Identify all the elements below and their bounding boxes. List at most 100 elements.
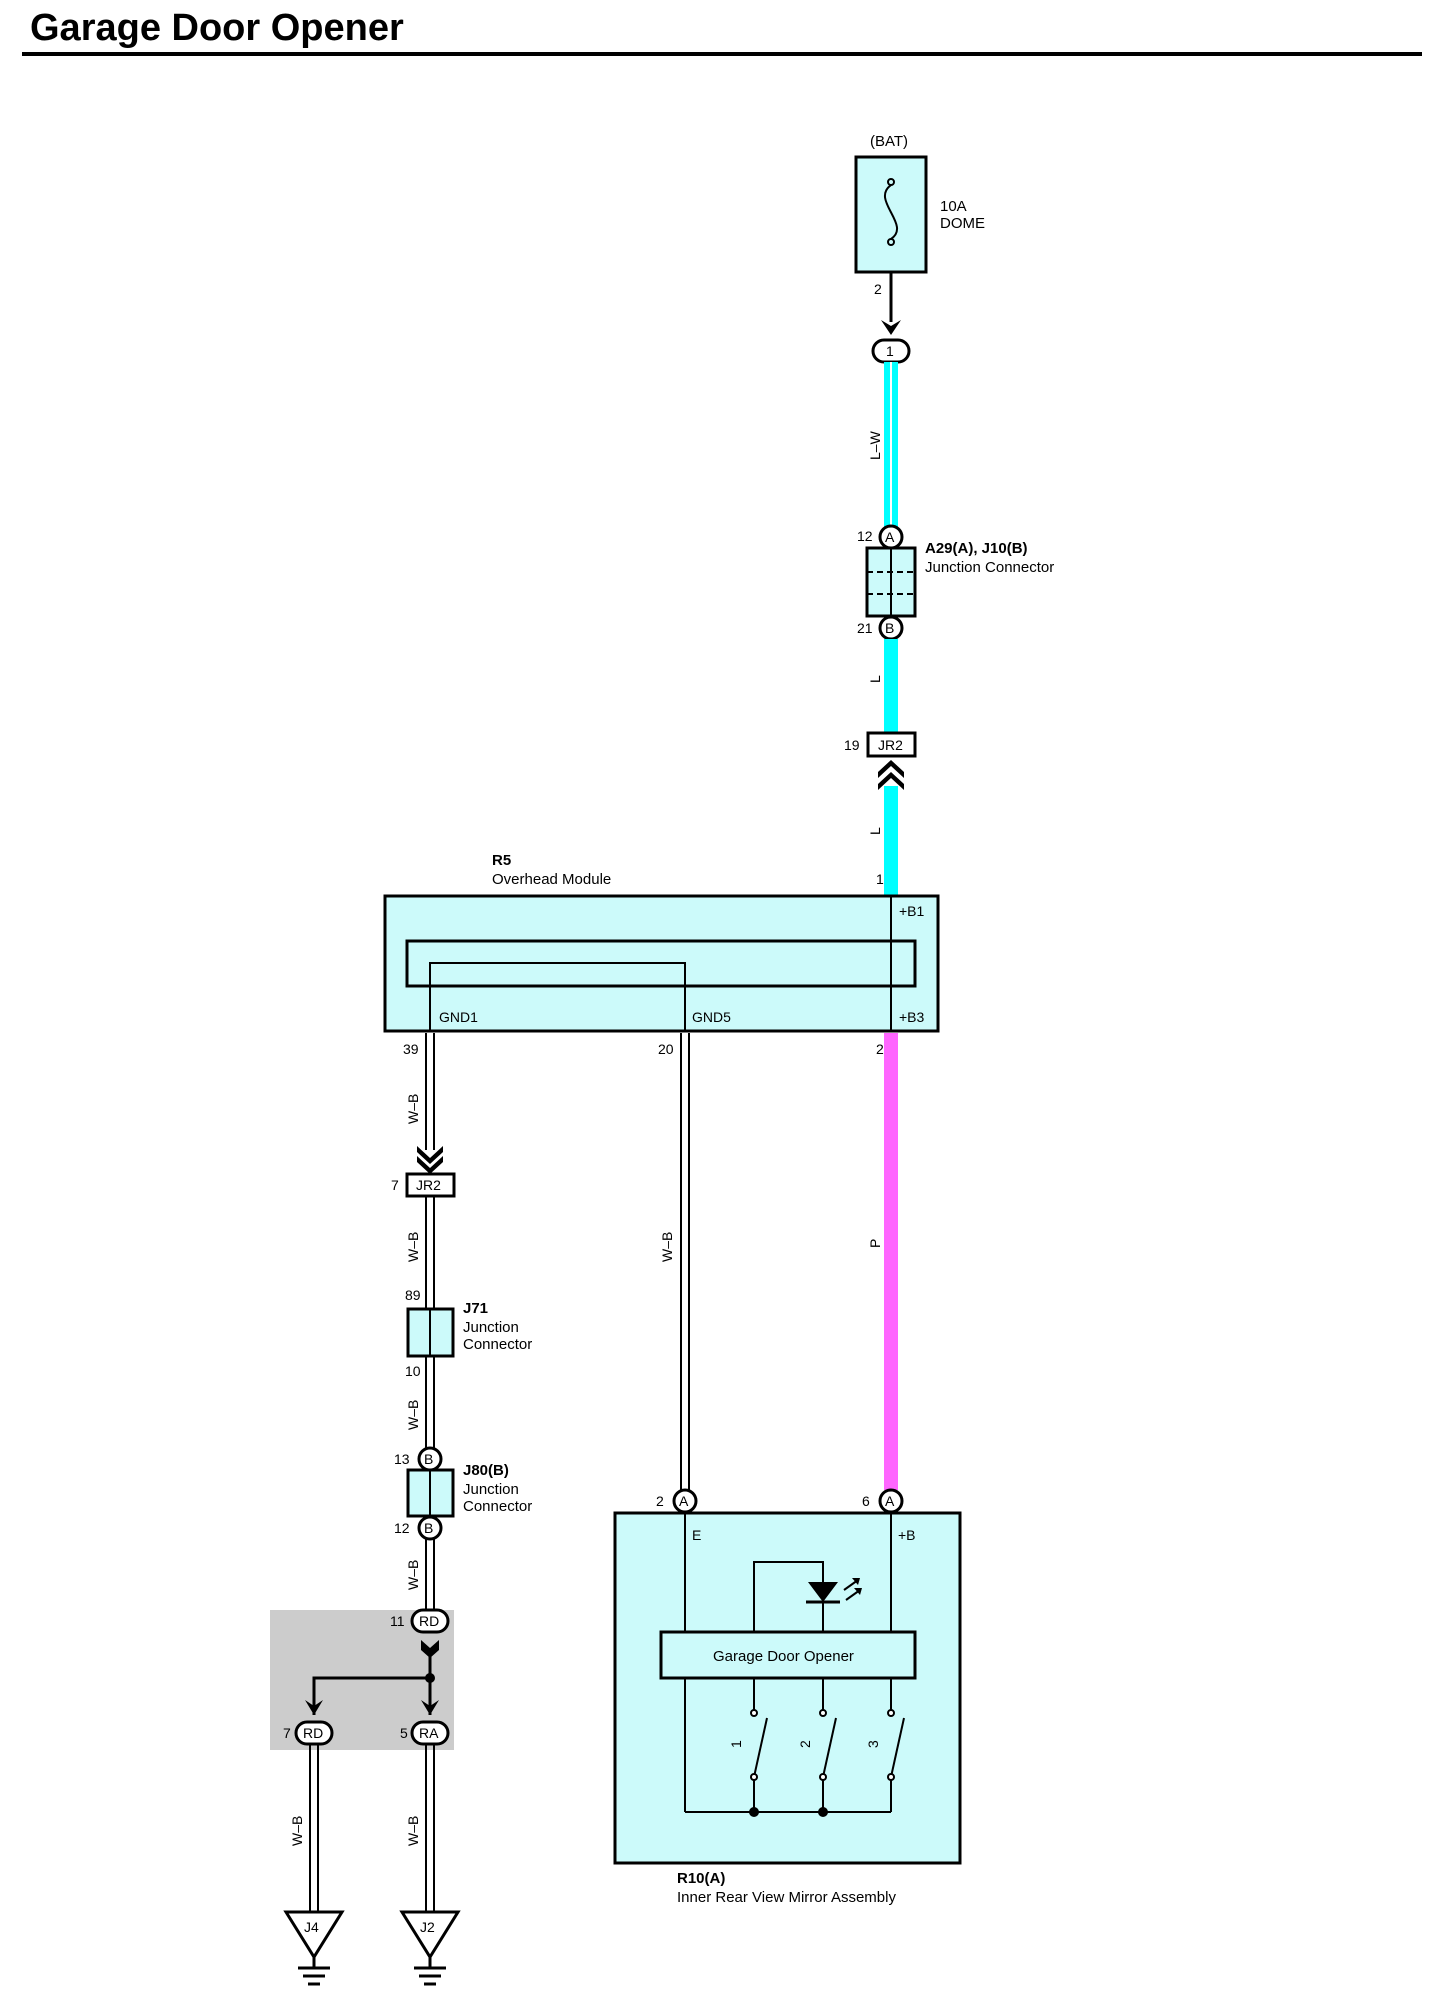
fuse-box [854,155,928,274]
jr2-top-name: JR2 [878,737,903,753]
jr2-left-chevron2-icon [417,1156,443,1174]
fuse-pin-out: 2 [874,281,882,297]
wire-label-wb-gnd5: W–B [659,1232,675,1262]
splice-left-pin: 7 [283,1725,291,1741]
a29-pin-top: 12 [857,528,873,544]
ground-j2-label: J2 [420,1919,435,1935]
garage-door-opener-module: Garage Door Opener [659,1630,917,1680]
garage-module-label: Garage Door Opener [713,1648,854,1665]
a29-pin-top-letter: A [885,529,895,545]
jr2-top-pin: 19 [844,737,860,753]
mirror-pin-b-letter: A [885,1493,895,1509]
overhead-term-gnd5: GND5 [692,1009,731,1025]
jr2-left-name: JR2 [416,1177,441,1193]
overhead-term-b3: +B3 [899,1009,925,1025]
jr2-left-chevron-icon [417,1146,443,1164]
wire-wb-gnd5 [680,1033,690,1490]
j71-name: J71 [463,1300,488,1317]
splice-top-connector: RD [410,1608,450,1634]
mirror-pin-e: 2 [656,1493,664,1509]
mirror-term-e: E [692,1527,701,1543]
j71-connector [406,1307,455,1358]
splice-right-pin: 5 [400,1725,408,1741]
j80-desc1: Junction [463,1481,519,1498]
mirror-assembly [613,1511,962,1865]
jr2-top-chevron2-icon [878,772,904,790]
fuse-source-label: (BAT) [870,133,908,150]
j71-desc1: Junction [463,1319,519,1336]
wire-label-wb-a: W–B [405,1232,421,1262]
wire-wb-a [425,1196,435,1309]
jr2-left-pin: 7 [391,1177,399,1193]
wire-label-wb-gnd1: W–B [405,1094,421,1124]
mirror-pin-e-letter: A [679,1493,689,1509]
splice-left-connector: RD [294,1720,334,1746]
wire-wb-b [425,1356,435,1448]
splice-top-arrow-icon [421,1640,439,1658]
a29-pin-bottom-letter: B [885,620,894,636]
wire-label-lw: L–W [867,430,883,460]
wire-wb-j2 [425,1744,435,1912]
connector-top-pin: 1 [886,343,894,359]
splice-left-name: RD [303,1725,323,1741]
wire-label-l2: L [867,827,883,835]
jr2-top-connector: JR2 [866,731,917,758]
wire-label-l1: L [867,675,883,683]
overhead-name: Overhead Module [492,871,611,888]
j80-bottom-letter: B [424,1520,433,1536]
j80-name: J80(B) [463,1462,509,1479]
junction-a29: A B [865,524,917,641]
led-icon [806,1578,862,1604]
j80-desc2: Connector [463,1498,532,1515]
title-rule [22,52,1422,56]
j80-connector: B B [406,1446,455,1541]
splice-left-arrow-icon [305,1700,323,1715]
j80-pin-top: 13 [394,1451,410,1467]
overhead-term-b1: +B1 [899,903,925,919]
a29-pin-bottom: 21 [857,620,873,636]
switch-3-label: 3 [865,1740,881,1748]
splice-right-arrow-icon [421,1700,439,1715]
wire-label-p: P [867,1239,883,1248]
overhead-module [383,894,940,1033]
overhead-pin-gnd1: 39 [403,1041,419,1057]
splice-right-connector: RA [410,1720,450,1746]
wire-label-wb-c: W–B [405,1560,421,1590]
a29-name: A29(A), J10(B) [925,540,1028,557]
switch-2-label: 2 [797,1740,813,1748]
splice-top-pin: 11 [390,1613,405,1629]
overhead-pin-b3: 2 [876,1041,884,1057]
overhead-pin-gnd5: 20 [658,1041,674,1057]
mirror-pin-e-connector: A [672,1488,698,1514]
j71-pin-top: 89 [405,1287,421,1303]
a29-desc: Junction Connector [925,559,1054,576]
jr2-left-connector: JR2 [405,1172,456,1198]
mirror-pin-b-connector: A [878,1488,904,1514]
mirror-ref: R10(A) [677,1870,725,1887]
ground-j4-icon [283,1910,345,1986]
wire-wb-gnd1 [425,1033,435,1150]
splice-right-name: RA [419,1725,439,1741]
wire-wb-c [425,1539,435,1610]
overhead-pin-b1: 1 [876,871,884,887]
overhead-ref: R5 [492,852,511,869]
switch-2 [818,1678,837,1817]
splice-top-name: RD [419,1613,439,1629]
wire-label-wb-b: W–B [405,1400,421,1430]
jr2-top-chevron-icon [878,760,904,778]
wire-wb-j4 [309,1744,319,1912]
page-title: Garage Door Opener [30,7,404,49]
j80-pin-bottom: 12 [394,1520,410,1536]
overhead-term-gnd1: GND1 [439,1009,478,1025]
fuse-arrow-icon [881,320,901,335]
fuse-name: DOME [940,215,985,232]
j80-top-letter: B [424,1451,433,1467]
mirror-name: Inner Rear View Mirror Assembly [677,1889,896,1906]
mirror-pin-b: 6 [862,1493,870,1509]
mirror-term-b: +B [898,1527,916,1543]
j71-pin-bottom: 10 [405,1363,421,1379]
splice-branch [312,1676,430,1715]
wire-label-wb-j4: W–B [289,1816,305,1846]
switch-1-label: 1 [728,1740,744,1748]
